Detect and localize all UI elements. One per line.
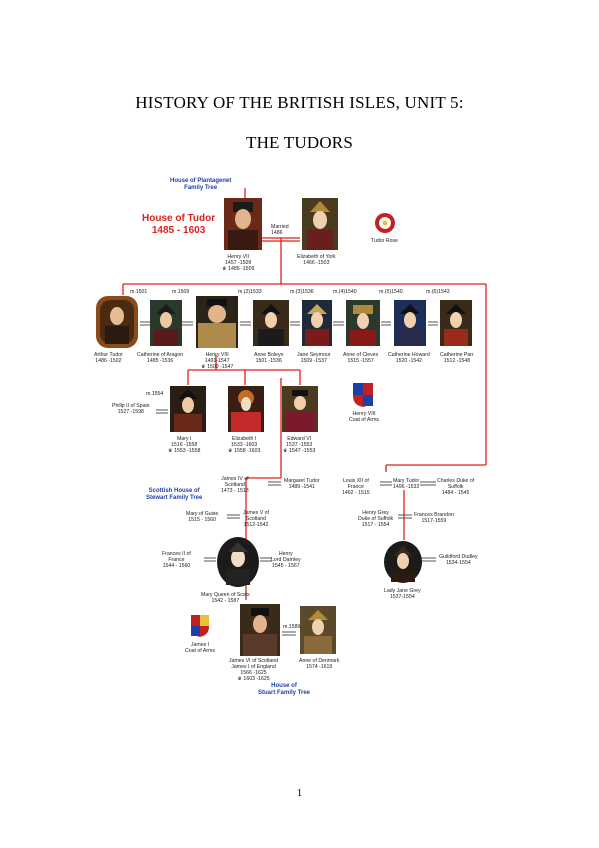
catherine-parr-portrait [440,300,472,346]
henry-viii-coat-of-arms-icon [353,383,373,407]
henry-vii-portrait [224,198,262,250]
marriage-date-1: m.1501 [130,289,148,295]
anne-cleves-portrait [346,300,380,346]
mary-queen-of-scots-portrait [217,537,259,587]
jane-seymour-portrait [302,300,332,346]
marriage-date-5: m.(4)1540 [333,289,357,295]
marriage-date-4: m.(3)1536 [290,289,314,295]
marriage-date-2: m.1509 [172,289,190,295]
james-i-coat-of-arms-icon [191,615,209,637]
catherine-aragon-portrait [150,300,182,346]
marriage-date-1554: m.1554 [146,391,164,397]
lady-jane-grey-portrait [384,541,422,583]
marriage-date-6: m.(5)1540 [379,289,403,295]
henry-viii-portrait [196,296,238,348]
tudor-rose-label: Tudor Rose [371,238,398,244]
tudor-rose-icon [375,213,395,233]
james-vi-portrait [240,604,280,656]
anne-boleyn-portrait [253,300,289,346]
page-title-line1: HISTORY OF THE BRITISH ISLES, UNIT 5: [135,93,464,112]
marriage-date-7: m.(6)1543 [426,289,450,295]
catherine-howard-portrait [394,300,426,346]
page-number: 1 [296,787,303,799]
elizabeth-i-portrait [228,386,264,432]
elizabeth-york-portrait [302,198,338,250]
edward-vi-portrait [282,386,318,432]
arthur-tudor-portrait [96,296,138,348]
marriage-date-3: m.(2)1533 [238,289,262,295]
anne-denmark-portrait [300,606,336,654]
marriage-date-1589: m.1589 [283,624,301,630]
mary-i-portrait [170,386,206,432]
page-title-line2: THE TUDORS [246,133,353,152]
